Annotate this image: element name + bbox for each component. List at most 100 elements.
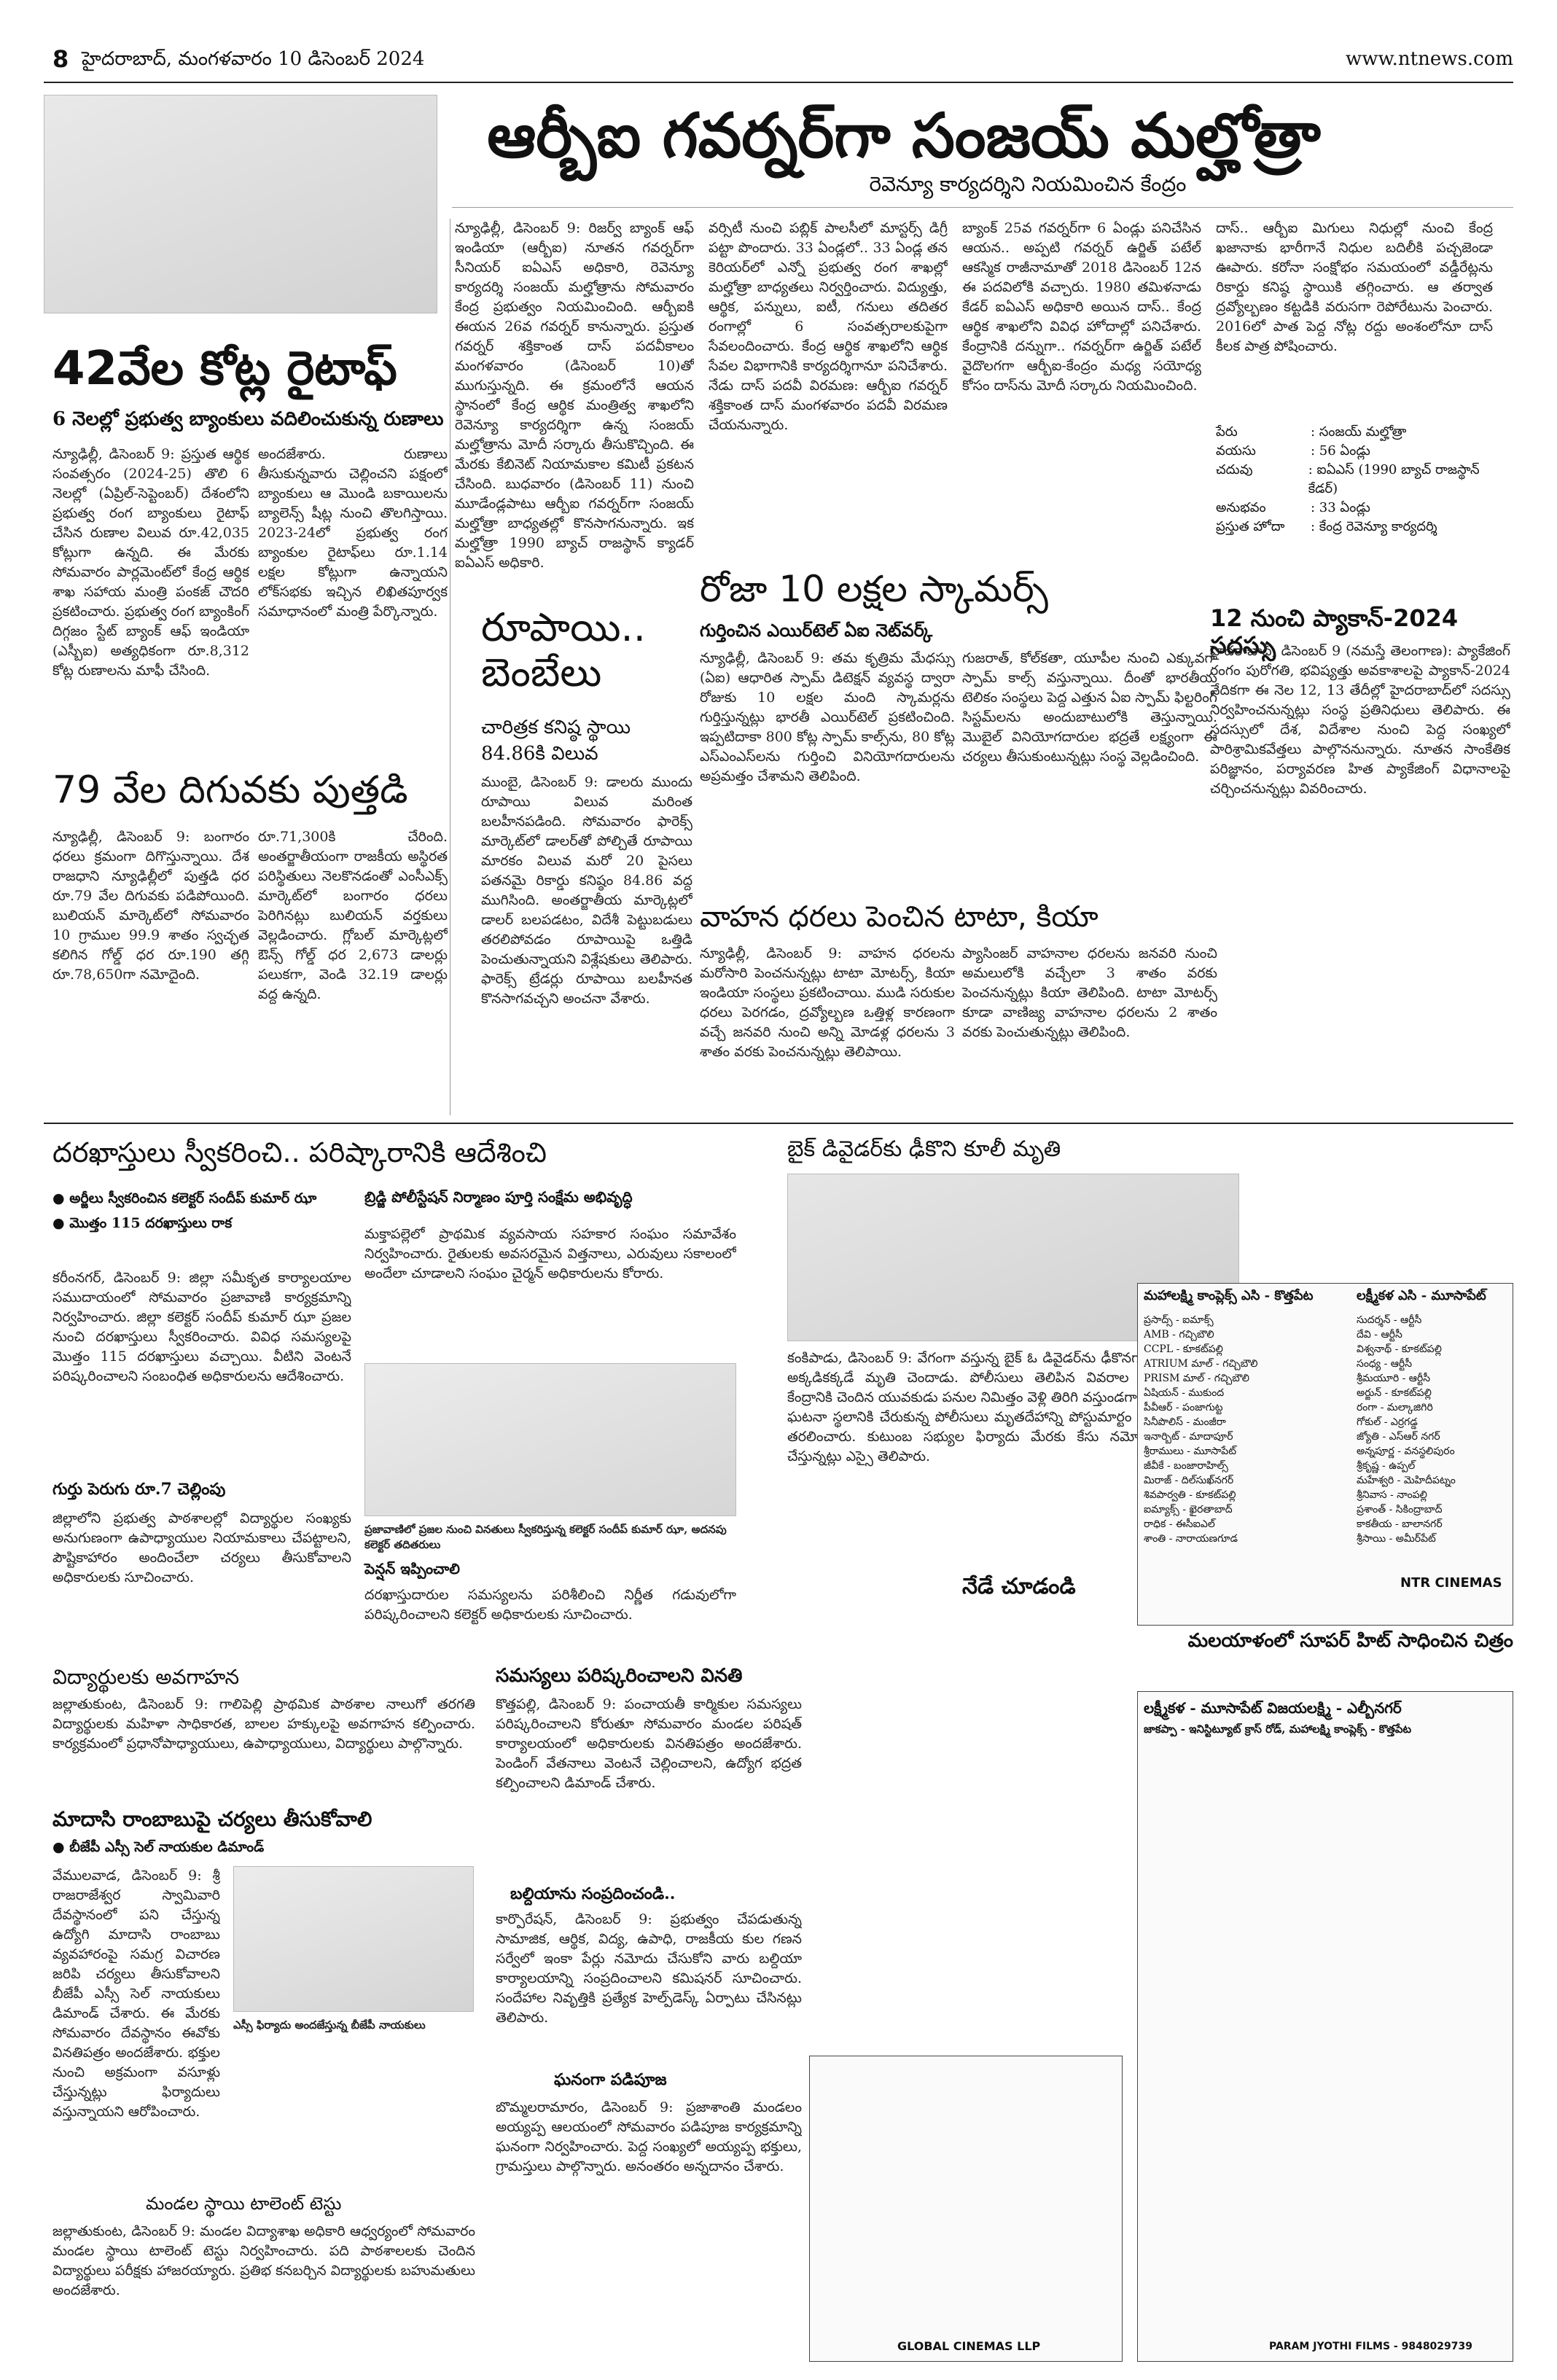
theatre-row: కాకతీయ - బాలానగర్ xyxy=(1357,1518,1443,1530)
theatre-row: ప్రసాద్స్ - ఐమాక్స్ xyxy=(1144,1314,1214,1326)
ntr-cinemas-logo: NTR CINEMAS xyxy=(1400,1575,1502,1591)
madasi-body: వేములవాడ, డిసెంబర్ 9: శ్రీ రాజరాజేశ్వర స… xyxy=(52,1868,220,2120)
madasi-headline: మాదాసి రాంబాబుపై చర్యలు తీసుకోవాలి xyxy=(52,1807,372,1831)
ad-theatre-list-left: ప్రసాద్స్ - ఐమాక్స్ AMB - గచ్చిబౌలి CCPL… xyxy=(1144,1313,1341,1546)
global-cinemas-logo: GLOBAL CINEMAS LLP xyxy=(897,2339,1041,2353)
profile-row: అనుభవం: 33 ఏండ్లు xyxy=(1216,500,1370,515)
problems-headline: సమస్యలు పరిష్కరించాలని వినతి xyxy=(496,1665,743,1687)
madasi-photo xyxy=(233,1866,474,2012)
petitions-subhead: గుర్తు పెరుగు రూ.7 చెల్లింపు xyxy=(52,1480,226,1499)
theatre-row: సుదర్శన్ - ఆర్టీసీ xyxy=(1357,1314,1422,1326)
petitions-headline: దరఖాస్తులు స్వీకరించి.. పరిష్కారానికి ఆద… xyxy=(52,1136,547,1168)
cinema-ad-bottom-right: లక్ష్మీకళ - మూసాపేట్ విజయలక్ష్మి - ఎల్బీ… xyxy=(1137,1691,1513,2362)
writeoff-column-1: న్యూఢిల్లీ, డిసెంబర్ 9: ప్రస్తుత ఆర్థిక … xyxy=(52,446,249,679)
param-jyothi-logo: PARAM JYOTHI FILMS - 9848029739 xyxy=(1269,2341,1473,2352)
vehicle-prices-headline: వాహన ధరలు పెంచిన టాటా, కియా xyxy=(700,900,1099,934)
theatre-row: శ్రీసాయి - అమీర్‌పేట్ xyxy=(1357,1533,1436,1545)
lead-headline: ఆర్బీఐ గవర్నర్‌గా సంజయ్ మల్హోత్రా xyxy=(487,100,1321,171)
lead-column-3: బ్యాంక్ 25వ గవర్నర్‌గా 6 ఏండ్లు పనిచేసిన… xyxy=(962,220,1201,394)
theatre-row: ఐమ్యాక్స్ - ఖైరతాబాద్ xyxy=(1144,1504,1233,1515)
madasi-bullet: ● బీజేపీ ఎస్సీ సెల్ నాయకుల డిమాండ్ xyxy=(52,1839,265,1855)
problems-body-2: కార్పొరేషన్, డిసెంబర్ 9: ప్రభుత్వం చేపడు… xyxy=(496,1911,802,2026)
dateline: హైదరాబాద్, మంగళవారం 10 డిసెంబర్ 2024 xyxy=(82,48,425,70)
petitions-bullet-item: ● మొత్తం 115 దరఖాస్తులు రాక xyxy=(52,1215,233,1231)
gold-column-1: న్యూఢిల్లీ, డిసెంబర్ 9: బంగారం ధరలు క్రమ… xyxy=(52,829,249,983)
theatre-row: ఏషియన్ - ముకుంద xyxy=(1144,1387,1225,1399)
scammers-column-1: న్యూఢిల్లీ, డిసెంబర్ 9: తమ కృత్రిమ మేధస్… xyxy=(700,650,955,784)
theatre-row: జ్యోతి - ఎస్ఆర్ నగర్ xyxy=(1357,1431,1440,1443)
bike-accident-body: కంకిపాడు, డిసెంబర్ 9: వేగంగా వస్తున్న బై… xyxy=(787,1350,1239,1464)
theatre-row: సంధ్య - ఆర్టీసీ xyxy=(1357,1358,1413,1370)
writeoff-column-2: అందజేశారు. రుణాలు తీసుకున్నవారు చెల్లించ… xyxy=(258,446,448,620)
talent-test-body: జల్లాతుకుంట, డిసెంబర్ 9: మండల విద్యాశాఖ … xyxy=(52,2223,475,2298)
theatre-row: శ్రీమయూరి - ఆర్టీసీ xyxy=(1357,1373,1431,1384)
page-number: 8 xyxy=(52,45,69,73)
profile-box: పేరు: సంజయ్ మల్హోత్రా వయసు: 56 ఏండ్లు చద… xyxy=(1216,423,1507,569)
scammers-subhead: గుర్తించిన ఎయిర్‌టెల్ ఏఐ నెట్‌వర్క్ xyxy=(700,620,933,641)
theatre-row: సినీపొలిస్ - మంజీరా xyxy=(1144,1416,1226,1428)
petitions-body: కరీంనగర్, డిసెంబర్ 9: జిల్లా సమీకృత కార్… xyxy=(52,1270,351,1384)
ad-theatre-list-right: సుదర్శన్ - ఆర్టీసీ దేవి - ఆర్టీసీ విశ్వన… xyxy=(1357,1313,1502,1546)
talent-test-headline: మండల స్థాయి టాలెంట్ టెస్టు xyxy=(146,2193,342,2214)
rupee-headline: రూపాయి.. బెంబేలు xyxy=(481,604,646,696)
rupee-subhead: చారిత్రక కనిష్ఠ స్థాయి 84.86కి విలువ xyxy=(481,717,631,765)
theatre-row: ATRIUM మాల్ - గచ్చిబౌలి xyxy=(1144,1358,1258,1370)
ad-title-mahalakshmi: మహాలక్ష్మి కాంప్లెక్స్ ఎసి - కొత్తపేట xyxy=(1144,1288,1314,1303)
malayalam-banner: మలయాళంలో సూపర్ హిట్ సాధించిన చిత్రం xyxy=(1187,1630,1513,1652)
padipooja-body: బొమ్మలరామారం, డిసెంబర్ 9: ప్రజాశాంతి మండ… xyxy=(496,2099,802,2174)
cinema-ad-bottom-left: GLOBAL CINEMAS LLP xyxy=(809,2056,1123,2362)
bike-accident-headline: బైక్ డివైడర్‌కు ఢీకొని కూలీ మృతి xyxy=(787,1136,1061,1162)
theatre-row: మిరాజ్ - దిల్‌సుఖ్‌నగర్ xyxy=(1144,1475,1234,1486)
writeoff-headline: 42వేల కోట్ల రైటాఫ్ xyxy=(52,342,397,396)
petitions-col2-b-head: పెన్షన్ ఇప్పించాలి xyxy=(364,1560,460,1577)
lower-ad-header: లక్ష్మీకళ - మూసాపేట్ విజయలక్ష్మి - ఎల్బీ… xyxy=(1144,1699,1402,1717)
theatre-row: దేవి - ఆర్టీసీ xyxy=(1357,1329,1402,1341)
petitions-column-2-b: దరఖాస్తుదారుల సమస్యలను పరిశీలించి నిర్ణీ… xyxy=(364,1587,736,1623)
theatre-row: రాధిక - ఈసీఐఎల్ xyxy=(1144,1518,1215,1530)
section-rule xyxy=(44,1123,1513,1124)
theatre-row: శివపార్వతి - కూకట్‌పల్లి xyxy=(1144,1489,1236,1501)
padipooja-subhead: ఘనంగా పడిపూజ xyxy=(554,2070,667,2089)
students-headline: విద్యార్థులకు అవగాహన xyxy=(52,1665,240,1689)
lead-column-2: వర్సిటీ నుంచి పబ్లిక్ పాలసీలో మాస్టర్స్ … xyxy=(709,220,948,433)
theatre-row: AMB - గచ్చిబౌలి xyxy=(1144,1329,1214,1341)
vehicle-prices-column-2: ప్యాసింజర్ వాహనాల ధరలను జనవరి నుంచి అమలు… xyxy=(962,945,1217,1040)
lower-ad-subheader: జాకప్పా - ఇనిస్టిట్యూట్ క్రాస్ రోడ్, మహా… xyxy=(1144,1722,1412,1736)
theatre-row: శ్రీరాములు - మూసాపేట్ xyxy=(1144,1445,1237,1457)
profile-row: ప్రస్తుత హోదా: కేంద్ర రెవెన్యూ కార్యదర్శ… xyxy=(1216,519,1437,534)
petitions-photo xyxy=(364,1363,736,1516)
theatre-row: రంగా - మల్కాజిగిరి xyxy=(1357,1402,1433,1413)
bike-caption: నేడే చూడండి xyxy=(962,1574,1076,1599)
writeoff-subhead: 6 నెలల్లో ప్రభుత్వ బ్యాంకులు వదిలించుకున… xyxy=(52,408,444,430)
rbi-governor-photo xyxy=(44,95,437,313)
petitions-column-2: మక్తాపల్లెలో ప్రాథమిక వ్యవసాయ సహకార సంఘం… xyxy=(364,1226,736,1281)
theatre-row: CCPL - కూకట్‌పల్లి xyxy=(1144,1343,1223,1355)
petitions-col2-head: బ్రిడ్జి పోలీస్టేషన్ నిర్మాణం పూర్తి సంక… xyxy=(364,1188,633,1206)
problems-body: కొత్తపల్లి, డిసెంబర్ 9: పంచాయతీ కార్మికు… xyxy=(496,1696,802,1791)
theatre-row: ఇనార్బిట్ - మాదాపూర్ xyxy=(1144,1431,1233,1443)
website: www.ntnews.com xyxy=(1345,48,1513,70)
madasi-caption: ఎస్సీ ఫిర్యాదు అందజేస్తున్న బీజేపీ నాయకు… xyxy=(233,2018,426,2032)
theatre-row: ప్రశాంత్ - సికింద్రాబాద్ xyxy=(1357,1504,1443,1515)
theatre-row: శాంతి - నారాయణగూడ xyxy=(1144,1533,1238,1545)
petitions-caption: ప్రజావాణిలో ప్రజల నుంచి వినతులు స్వీకరిస… xyxy=(364,1523,727,1551)
summit-headline: 12 నుంచి ప్యాకాన్-2024 సదస్సు xyxy=(1210,604,1459,659)
cinema-ad-top: మహాలక్ష్మి కాంప్లెక్స్ ఎసి - కొత్తపేట లక… xyxy=(1137,1283,1513,1626)
profile-row: వయసు: 56 ఏండ్లు xyxy=(1216,443,1370,459)
lead-divider xyxy=(452,207,1513,208)
masthead-rule xyxy=(44,82,1513,83)
profile-row: చదువు: ఐఏఎస్ (1990 బ్యాచ్ రాజస్థాన్ కేడర… xyxy=(1216,462,1480,496)
scammers-column-2: గుజరాత్, కోల్‌కతా, యూపీల నుంచి ఎక్కువగా … xyxy=(962,650,1217,765)
theatre-row: అన్నపూర్ణ - వనస్థలిపురం xyxy=(1357,1445,1455,1457)
ad-title-lakshmi: లక్ష్మీకళ ఎసి - మూసాపేట్ xyxy=(1357,1288,1486,1303)
theatre-row: జీవీకే - బంజారాహిల్స్ xyxy=(1144,1460,1228,1472)
summit-body: హైదరాబాద్, డిసెంబర్ 9 (నమస్తే తెలంగాణ): … xyxy=(1210,643,1510,797)
rupee-body: ముంబై, డిసెంబర్ 9: డాలరు ముందు రూపాయి వి… xyxy=(481,774,692,1007)
theatre-row: PRISM మాల్ - గచ్చిబౌలి xyxy=(1144,1373,1250,1384)
theatre-row: శ్రీనివాస - నాంపల్లి xyxy=(1357,1489,1427,1501)
theatre-row: గోకుల్ - ఎర్రగడ్డ xyxy=(1357,1416,1418,1428)
theatre-row: శ్రీకృష్ణ - ఉప్పల్ xyxy=(1357,1460,1416,1472)
lead-column-4: దాస్.. ఆర్బీఐ మిగులు నిధుల్లో నుంచి కేంద… xyxy=(1216,220,1493,354)
vehicle-prices-column-1: న్యూఢిల్లీ, డిసెంబర్ 9: వాహన ధరలను మరోసా… xyxy=(700,945,955,1060)
